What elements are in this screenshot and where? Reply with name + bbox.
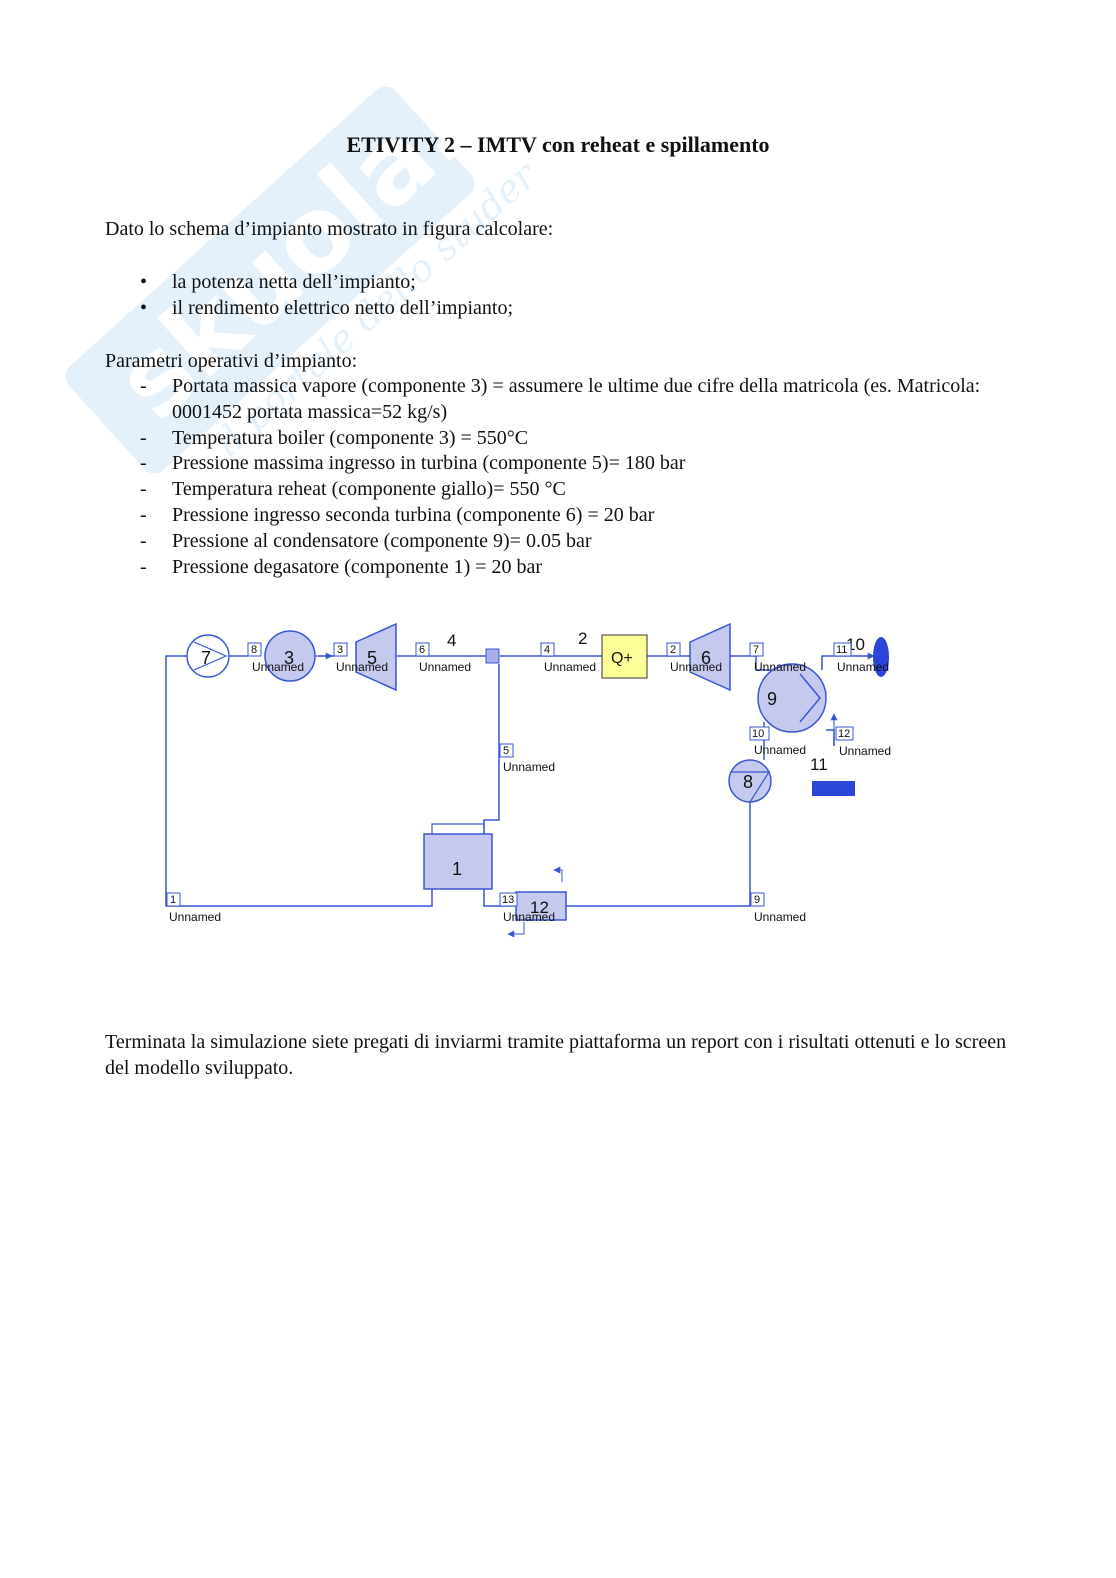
stream-name: Unnamed (837, 660, 889, 674)
param-item: Pressione al condensatore (componente 9)… (140, 529, 1020, 555)
heat-exchanger-12-label: 12 (530, 898, 549, 917)
stream-tag-4: 4 (544, 644, 550, 656)
stream-name: Unnamed (839, 744, 891, 758)
stream-name: Unnamed (754, 660, 806, 674)
pump-7-label: 7 (201, 648, 211, 668)
deaerator-1-label: 1 (452, 859, 462, 879)
stream-tag-9: 9 (754, 894, 760, 906)
param-item: Pressione ingresso seconda turbina (comp… (140, 503, 1020, 529)
stream-name: Unnamed (503, 760, 555, 774)
deaerator-1: 1 (423, 823, 493, 890)
param-item: Portata massica vapore (componente 3) = … (140, 374, 1020, 426)
boiler-3-label: 3 (284, 648, 294, 668)
stream-tag-3: 3 (337, 644, 343, 656)
hx-outlet-arrow (507, 922, 525, 938)
params-heading: Parametri operativi d’impianto: (105, 350, 358, 372)
source-11: 11 (810, 755, 855, 796)
turbine-6-label: 6 (701, 648, 711, 668)
turbine-5: 5 (355, 622, 397, 692)
intro-text: Dato lo schema d’impianto mostrato in fi… (105, 218, 554, 240)
stream-name: Unnamed (169, 910, 221, 924)
stream-tag-7: 7 (753, 644, 759, 656)
stream-tag-1: 1 (170, 894, 176, 906)
stream-tag-11: 11 (836, 644, 847, 656)
document-title: ETIVITY 2 – IMTV con reheat e spillament… (346, 132, 770, 157)
stream-tag-12: 12 (838, 728, 850, 740)
turbine-5-label: 5 (367, 648, 377, 668)
pipe-pump8-hx12 (566, 802, 751, 907)
pipe-bleed-deaerator (483, 664, 500, 834)
objective-item: la potenza netta dell’impianto; (140, 269, 513, 295)
stream-name: Unnamed (670, 660, 722, 674)
pipe-source-condenser (826, 729, 835, 746)
stream-tag-2: 2 (670, 644, 676, 656)
splitter-junction (485, 648, 500, 664)
pipes (165, 655, 872, 907)
plant-schematic: 7 3 5 4 2 Q+ 6 9 10 11 8 1 1 (165, 622, 891, 938)
stream-name: Unnamed (252, 660, 304, 674)
stream-name: Unnamed (503, 910, 555, 924)
pipe-turbine6-condenser (730, 655, 770, 671)
condenser-9-label: 9 (767, 689, 777, 709)
pipe-condenser-sink (821, 655, 872, 670)
hx-inlet-arrow (553, 866, 563, 882)
objective-item: il rendimento elettrico netto dell’impia… (140, 295, 513, 321)
param-item: Temperatura boiler (componente 3) = 550°… (140, 426, 1020, 452)
stream-4-label: 4 (447, 631, 456, 650)
condenser-9: 9 (757, 663, 827, 733)
stream-name: Unnamed (336, 660, 388, 674)
stream-name: Unnamed (419, 660, 471, 674)
pump-8-label: 8 (743, 772, 753, 792)
source-11-label: 11 (810, 755, 828, 774)
turbine-6: 6 (689, 622, 731, 692)
boiler-3: 3 (264, 630, 316, 682)
stream-name: Unnamed (544, 660, 596, 674)
reheater-label: Q+ (611, 650, 633, 667)
stream-name: Unnamed (754, 743, 806, 757)
param-item: Pressione massima ingresso in turbina (c… (140, 451, 1020, 477)
params-list: Portata massica vapore (componente 3) = … (140, 374, 1020, 580)
stream-tags: 8 Unnamed 3 Unnamed 6 Unnamed 4 Unnamed … (166, 642, 891, 924)
pipe-deaerator-pump7 (165, 655, 433, 907)
stream-2-label: 2 (578, 629, 587, 648)
param-item: Temperatura reheat (componente giallo)= … (140, 477, 1020, 503)
stream-tag-8: 8 (251, 644, 257, 656)
stream-name: Unnamed (754, 910, 806, 924)
objectives-list: la potenza netta dell’impianto; il rendi… (140, 269, 513, 321)
stream-tag-6: 6 (419, 644, 425, 656)
pump-8: 8 (728, 759, 772, 803)
stream-tag-5: 5 (503, 745, 509, 757)
param-item: Pressione degasatore (componente 1) = 20… (140, 555, 1020, 581)
closing-text: Terminata la simulazione siete pregati d… (105, 1031, 1007, 1079)
heat-exchanger-12: 12 (515, 891, 567, 921)
reheater: Q+ (601, 634, 648, 679)
stream-tag-13: 13 (502, 894, 514, 906)
stream-tag-10: 10 (752, 728, 764, 740)
pump-7: 7 (186, 634, 230, 678)
